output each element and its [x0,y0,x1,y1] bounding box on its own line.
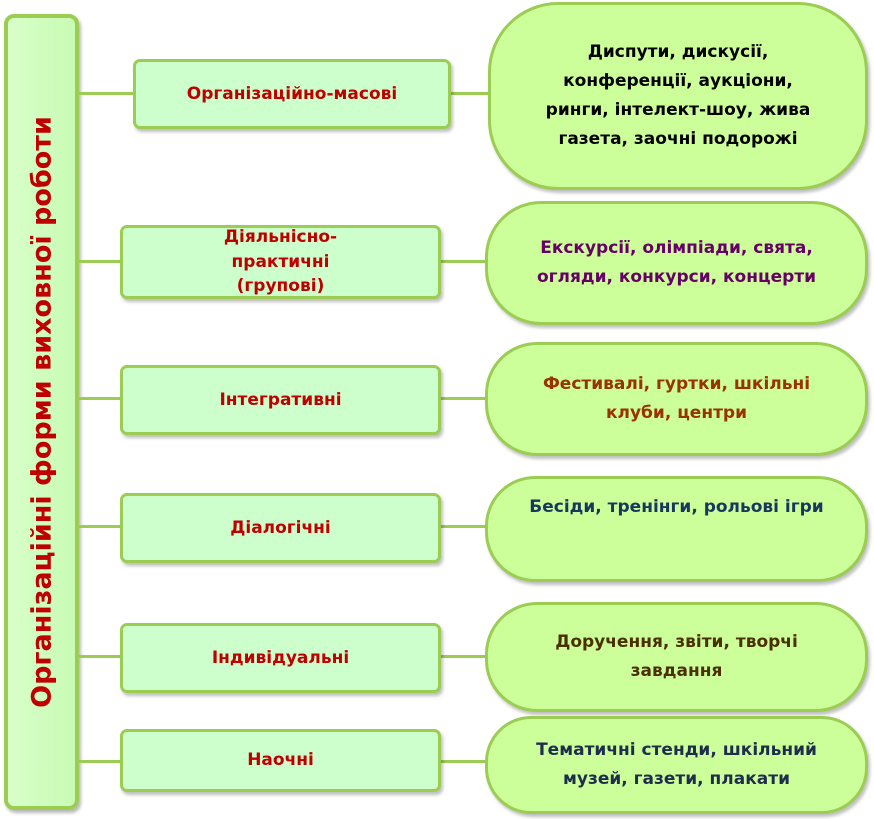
category-box: Наочні [120,729,441,792]
connector-line [440,260,488,263]
connector-line [440,397,488,400]
connector-line [440,655,488,658]
connector-line [79,525,122,528]
examples-box: Екскурсії, олімпіади, свята, огляди, кон… [485,201,868,325]
category-label: Діалогічні [230,517,331,538]
category-label: Інтегративні [219,389,342,410]
examples-text: Доручення, звіти, творчі завдання [555,631,798,681]
examples-box: Бесіди, тренінги, рольові ігри [485,476,868,582]
connector-line [440,525,488,528]
category-box: Індивідуальні [120,623,441,693]
examples-text: Фестивалі, гуртки, шкільні клуби, центри [542,373,811,423]
category-box: Інтегративні [120,365,441,435]
examples-box: Тематичні стенди, шкільний музей, газети… [485,716,868,814]
connector-line [79,655,122,658]
category-box: Організаційно-масові [133,59,451,129]
category-label: Діяльнісно-практичні (групові) [223,227,338,297]
connector-line [79,92,135,95]
examples-text: Тематичні стенди, шкільний музей, газети… [536,739,817,789]
connector-line [79,260,122,263]
examples-box: Диспути, дискусії, конференції, аукціони… [488,2,868,190]
connector-line [79,397,122,400]
main-title-box: Організаційні форми виховної роботи [4,14,79,810]
connector-line [79,760,122,763]
category-label: Наочні [247,750,314,771]
category-box: Діалогічні [120,493,441,563]
category-label: Індивідуальні [211,647,350,668]
examples-text: Бесіди, тренінги, рольові ігри [529,497,824,517]
connector-line [440,760,488,763]
examples-text: Екскурсії, олімпіади, свята, огляди, кон… [536,237,817,287]
examples-text: Диспути, дискусії, конференції, аукціони… [545,41,811,150]
main-title: Організаційні форми виховної роботи [26,116,57,708]
examples-box: Доручення, звіти, творчі завдання [485,602,868,712]
category-box: Діяльнісно-практичні (групові) [120,225,441,299]
examples-box: Фестивалі, гуртки, шкільні клуби, центри [485,342,868,456]
connector-line [451,92,491,95]
category-label: Організаційно-масові [186,83,398,104]
